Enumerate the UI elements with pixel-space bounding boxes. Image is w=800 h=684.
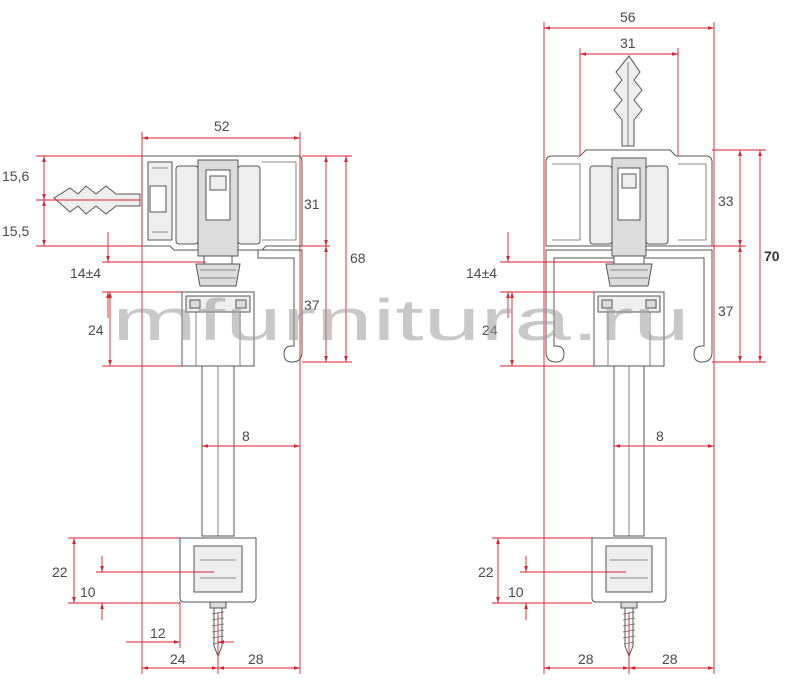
left-dim-rod: 8 bbox=[242, 428, 250, 444]
left-dim-bottom-offset: 15,5 bbox=[2, 223, 29, 239]
right-dim-shoe-height: 22 bbox=[478, 564, 494, 580]
left-dim-carriage: 24 bbox=[88, 322, 104, 338]
left-trolley bbox=[175, 159, 261, 287]
left-dim-profile-upper: 31 bbox=[304, 196, 320, 212]
right-dim-carriage: 24 bbox=[482, 322, 498, 338]
left-dimension-lines bbox=[36, 132, 352, 674]
left-dim-total-width: 52 bbox=[214, 118, 230, 134]
left-bottom-shoe bbox=[179, 537, 257, 603]
right-dimension-lines bbox=[492, 22, 766, 674]
left-dim-top-offset: 15,6 bbox=[2, 168, 29, 184]
right-bottom-shoe bbox=[591, 537, 667, 603]
left-clamp bbox=[181, 291, 255, 367]
left-dim-profile-lower: 37 bbox=[304, 297, 320, 313]
right-dim-total-width: 56 bbox=[620, 9, 636, 25]
right-dim-profile-upper: 33 bbox=[718, 193, 734, 209]
right-trolley bbox=[589, 157, 669, 287]
right-dim-inner-width: 31 bbox=[620, 35, 636, 51]
right-dim-bottom-right: 28 bbox=[662, 651, 678, 667]
right-ceiling-dowel bbox=[613, 55, 643, 147]
left-dim-shoe-inner: 10 bbox=[80, 584, 96, 600]
right-dim-adjust: 14±4 bbox=[466, 265, 497, 281]
left-dim-screw-offset: 12 bbox=[150, 625, 166, 641]
right-dim-bottom-left: 28 bbox=[578, 651, 594, 667]
left-dim-adjust: 14±4 bbox=[70, 265, 101, 281]
left-view: 52 15,6 15,5 31 37 68 14±4 24 8 22 10 12… bbox=[2, 118, 366, 674]
right-clamp bbox=[593, 291, 665, 367]
left-dim-bottom-left: 24 bbox=[170, 651, 186, 667]
right-dim-shoe-inner: 10 bbox=[508, 584, 524, 600]
watermark-text: mfurnitura.ru bbox=[112, 288, 690, 353]
left-dim-total-height: 68 bbox=[350, 250, 366, 266]
left-dim-bottom-right: 28 bbox=[248, 651, 264, 667]
left-dim-shoe-height: 22 bbox=[52, 564, 68, 580]
right-view: 56 31 33 37 70 14±4 24 8 22 10 28 28 bbox=[466, 9, 780, 674]
right-dim-rod: 8 bbox=[656, 428, 664, 444]
right-dim-total-height: 70 bbox=[764, 248, 780, 264]
right-dim-profile-lower: 37 bbox=[718, 303, 734, 319]
